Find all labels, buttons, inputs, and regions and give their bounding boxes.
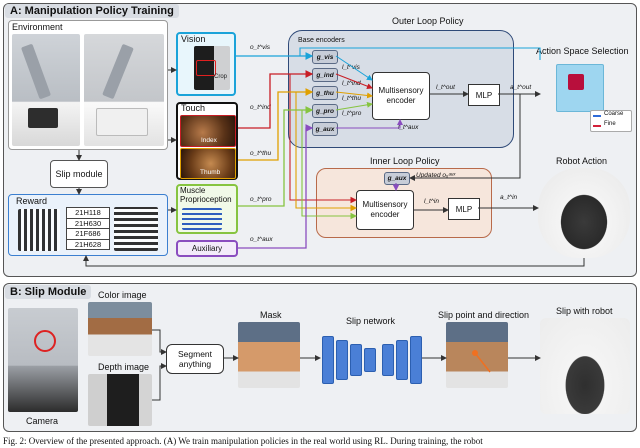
lat-in-var: l_t^in	[424, 198, 439, 205]
obs-pro-var: o_t^pro	[250, 196, 272, 203]
slip-network-label: Slip network	[346, 316, 396, 326]
towel-left	[28, 108, 58, 128]
multisensory-encoder-inner: Multisensory encoder	[356, 190, 414, 230]
act-in-var: a_t^in	[500, 194, 518, 201]
camera-label: Camera	[26, 416, 59, 426]
encoder-g-pro: g_pro	[312, 104, 338, 118]
slip-module-label: Slip module	[55, 169, 103, 179]
legend-fine-swatch	[593, 125, 601, 127]
color-image-label: Color image	[98, 290, 147, 300]
base-encoders-label: Base encoders	[298, 37, 345, 44]
lat-thu-var: l_t^thu	[342, 95, 361, 102]
thumb-label: Thumb	[200, 169, 221, 176]
network-layer-7	[410, 336, 422, 384]
lat-out-var: l_t^out	[436, 84, 455, 91]
environment-label: Environment	[12, 22, 63, 32]
lat-vis-var: l_t^vis	[342, 64, 360, 71]
vision-label: Vision	[181, 34, 206, 44]
crop-label: Crop	[214, 74, 228, 80]
obs-vis-var: o_t^vis	[250, 44, 271, 51]
qr-code-right	[114, 207, 158, 251]
camera-highlight	[34, 330, 56, 352]
lat-ind-var: l_t^ind	[342, 80, 361, 87]
legend-coarse-label: Coarse	[604, 111, 624, 117]
legend-fine-label: Fine	[604, 121, 616, 127]
slip-robot-label: Slip with robot	[556, 306, 613, 316]
slip-robot-photo	[540, 318, 630, 414]
panel-b-title: B: Slip Module	[5, 285, 92, 299]
network-layer-6	[396, 340, 408, 380]
reward-code: 21H628	[66, 239, 110, 250]
robot-action-label: Robot Action	[556, 156, 608, 166]
lat-aux-var: l_t^aux	[398, 124, 419, 131]
mask-image	[238, 322, 300, 388]
reward-code-list: 21H118 21H630 21F686 21H628	[66, 207, 110, 250]
act-out-var: a_t^out	[510, 84, 532, 91]
robot-camera-photo	[8, 308, 78, 412]
reward-code: 21H118	[66, 207, 110, 219]
segment-anything-box: Segment anything	[166, 344, 224, 374]
lat-pro-var: l_t^pro	[342, 110, 362, 117]
qr-code-left	[18, 209, 60, 251]
slip-module-box: Slip module	[50, 160, 108, 188]
slip-point-label: Slip point and direction	[438, 310, 530, 320]
updated-aux-label: Updated oₓᵃᵘˣ	[416, 172, 456, 179]
color-image	[88, 302, 152, 356]
mlp-outer: MLP	[468, 84, 500, 106]
auxiliary-label: Auxiliary	[191, 244, 223, 253]
multisensory-encoder-label: Multisensory encoder	[378, 86, 424, 105]
thumb-tactile-map	[180, 148, 236, 179]
reward-code: 21H630	[66, 218, 110, 229]
depth-image-label: Depth image	[98, 362, 150, 372]
reward-code: 21F686	[66, 229, 110, 240]
segment-anything-label: Segment anything	[177, 349, 213, 369]
reward-label: Reward	[16, 196, 48, 206]
obs-thu-var: o_t^thu	[250, 150, 272, 157]
action-space-label: Action Space Selection	[536, 46, 629, 56]
auxiliary-box: Auxiliary	[176, 240, 238, 257]
index-label: Index	[201, 137, 217, 144]
action-space-fine-cube	[568, 74, 584, 90]
depth-image	[88, 374, 152, 426]
muscle-label: Muscle Proprioception	[180, 186, 232, 204]
touch-label: Touch	[181, 103, 206, 113]
multisensory-encoder-inner-label: Multisensory encoder	[362, 200, 408, 219]
paper-right	[96, 108, 148, 136]
mask-label: Mask	[260, 310, 282, 320]
muscle-bars	[182, 208, 222, 230]
robot-action-photo	[538, 168, 630, 258]
obs-aux-var: o_t^aux	[250, 236, 273, 243]
vision-image	[194, 46, 230, 90]
outer-loop-label: Outer Loop Policy	[392, 16, 464, 26]
network-layer-4	[364, 348, 376, 372]
obs-ind-var: o_t^ind	[250, 104, 271, 111]
network-layer-5	[382, 344, 394, 376]
network-layer-1	[322, 336, 334, 384]
index-tactile-map	[180, 115, 236, 147]
figure-caption: Fig. 2: Overview of the presented approa…	[3, 436, 483, 446]
network-layer-2	[336, 340, 348, 380]
crop-rectangle	[196, 60, 216, 76]
panel-a-title: A: Manipulation Policy Training	[5, 4, 179, 18]
network-layer-3	[350, 344, 362, 376]
inner-loop-label: Inner Loop Policy	[370, 156, 440, 166]
legend-coarse-swatch	[593, 115, 601, 117]
encoder-g-aux: g_aux	[312, 122, 338, 136]
